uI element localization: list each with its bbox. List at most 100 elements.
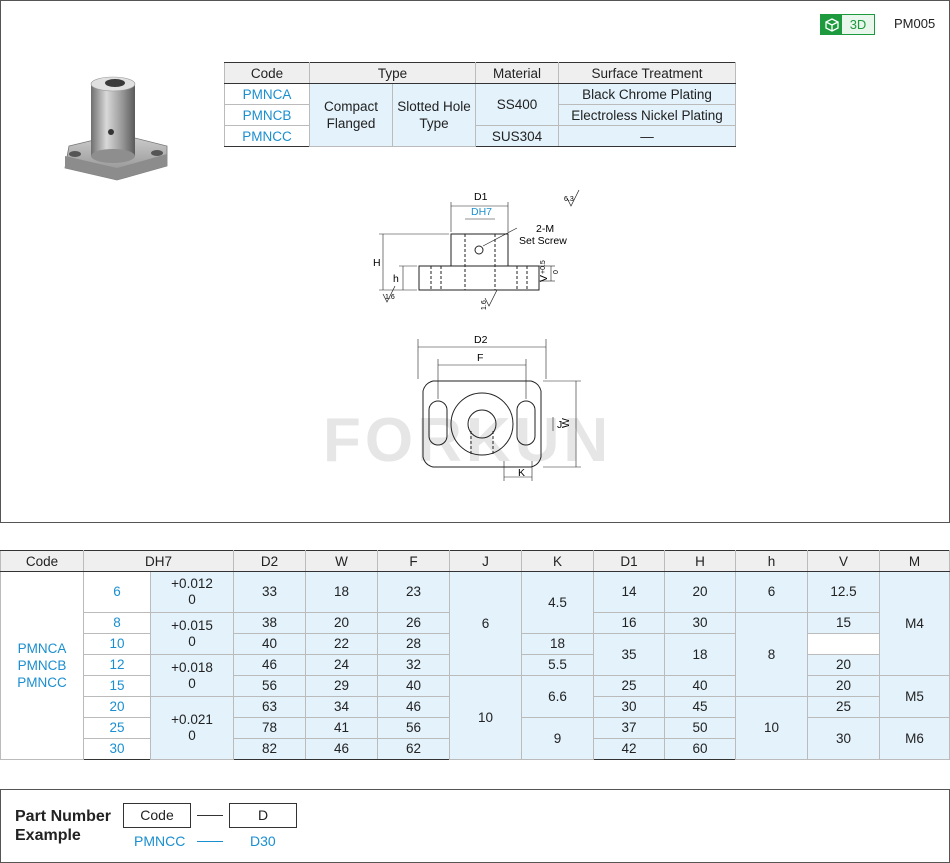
3d-label: 3D: [842, 15, 874, 34]
k-value: 9: [521, 717, 595, 760]
label-v-tol-low: 0: [553, 270, 560, 274]
label-k: K: [518, 467, 525, 479]
f-value: 56: [377, 717, 451, 739]
watermark-text: FORKUN: [323, 406, 612, 475]
material-sus304: SUS304: [475, 125, 559, 147]
d2-value: 38: [233, 612, 307, 634]
j-value: 10: [449, 675, 523, 760]
k-value: 6.6: [521, 675, 595, 718]
code-pmncc[interactable]: PMNCC: [17, 675, 67, 690]
label-w: W: [560, 418, 572, 428]
label-d1: D1: [474, 191, 488, 203]
d1-value: 25: [593, 675, 666, 697]
h-upper-value: 35: [593, 633, 666, 676]
h-upper-value: 45: [664, 696, 737, 718]
code-link-pmncc[interactable]: PMNCC: [224, 125, 310, 147]
w-value: 22: [305, 633, 379, 655]
d1-value: 42: [593, 738, 666, 760]
d2-value: 40: [233, 633, 307, 655]
tolerance-upper: +0.015: [171, 617, 213, 633]
d2-value: 46: [233, 654, 307, 676]
d-value: 15: [83, 675, 151, 697]
dims-header-dh7: DH7: [82, 550, 235, 572]
dims-header-d2: D2: [233, 550, 307, 572]
dims-header-d1: D1: [593, 550, 666, 572]
f-value: 28: [377, 633, 451, 655]
w-value: 46: [305, 738, 379, 760]
w-value: 34: [305, 696, 379, 718]
top-view-drawing: FORKUN D2 F J W K: [323, 334, 612, 481]
tolerance-upper: +0.012: [171, 576, 213, 591]
part-number-title-line2: Example: [15, 827, 81, 844]
h-upper-value: 40: [664, 675, 737, 697]
f-value: 40: [377, 675, 451, 697]
j-value: 6: [449, 571, 523, 676]
code-pmncb[interactable]: PMNCB: [17, 658, 67, 673]
d-value: 8: [83, 612, 151, 634]
roughness-16-a: 1.6: [385, 294, 395, 301]
d1-value: 16: [593, 612, 666, 634]
label-j: J: [557, 419, 562, 431]
example-code: PMNCC: [134, 833, 186, 849]
f-value: 62: [377, 738, 451, 760]
cube-icon: [821, 15, 842, 34]
h-upper-value: 60: [664, 738, 737, 760]
dimensions-table: Code DH7 D2 W F J K D1 H h V M PMNCA PMN…: [0, 550, 950, 760]
side-view-drawing: D1 DH7 2-M Set Screw H h V +0.5 0 6.3 1.…: [373, 189, 580, 310]
d-value: 12: [83, 654, 151, 676]
tolerance-lower: 0: [188, 633, 196, 649]
material-ss400: SS400: [475, 83, 559, 126]
label-h-upper: H: [373, 257, 381, 269]
m-value: M4: [879, 571, 950, 676]
label-h-lower: h: [393, 273, 399, 285]
label-d2: D2: [474, 334, 488, 346]
dims-header-v: V: [807, 550, 881, 572]
treatment-none: —: [558, 125, 736, 147]
type-compact-flanged: Compact Flanged: [309, 83, 393, 147]
code-pmnca[interactable]: PMNCA: [17, 641, 67, 656]
3d-model-button[interactable]: 3D: [820, 14, 875, 35]
d1-value: 30: [593, 696, 666, 718]
h-upper-value: 50: [664, 717, 737, 739]
part-number-example-panel: Part Number Example Code D PMNCC D30: [0, 789, 950, 863]
label-f: F: [477, 352, 483, 364]
product-info-table: Code Type Material Surface Treatment PMN…: [224, 62, 736, 147]
code-box: Code: [123, 803, 191, 828]
h-upper-value: 20: [664, 571, 737, 613]
codes-cell: PMNCA PMNCB PMNCC: [0, 571, 84, 760]
roughness-63: 6.3: [564, 196, 574, 203]
code-link-pmnca[interactable]: PMNCA: [224, 83, 310, 105]
type-slotted-hole: Slotted Hole Type: [392, 83, 476, 147]
w-value: 24: [305, 654, 379, 676]
m-value: M5: [879, 675, 950, 718]
w-value: 20: [305, 612, 379, 634]
h-lower-value: 6: [735, 571, 809, 613]
label-dh7: DH7: [471, 206, 492, 218]
k-value: 4.5: [521, 571, 595, 634]
separator-dash: [197, 815, 223, 816]
d2-value: 63: [233, 696, 307, 718]
info-header-code: Code: [224, 62, 310, 84]
k-value: 5.5: [521, 654, 595, 676]
dims-header-w: W: [305, 550, 379, 572]
v-value: 18: [664, 633, 737, 676]
example-separator: [197, 841, 223, 842]
example-d: D30: [250, 833, 276, 849]
d1-value: 14: [593, 571, 666, 613]
dims-header-k: K: [521, 550, 595, 572]
w-value: 29: [305, 675, 379, 697]
d1-value: 37: [593, 717, 666, 739]
dims-header-j: J: [449, 550, 523, 572]
code-link-pmncb[interactable]: PMNCB: [224, 104, 310, 126]
label-v: V: [538, 275, 550, 282]
tolerance-lower: 0: [188, 592, 196, 607]
series-code: PM005: [894, 16, 936, 31]
f-value: 46: [377, 696, 451, 718]
d-value: 10: [83, 633, 151, 655]
info-header-type: Type: [309, 62, 476, 84]
d2-value: 82: [233, 738, 307, 760]
w-value: 18: [305, 571, 379, 613]
